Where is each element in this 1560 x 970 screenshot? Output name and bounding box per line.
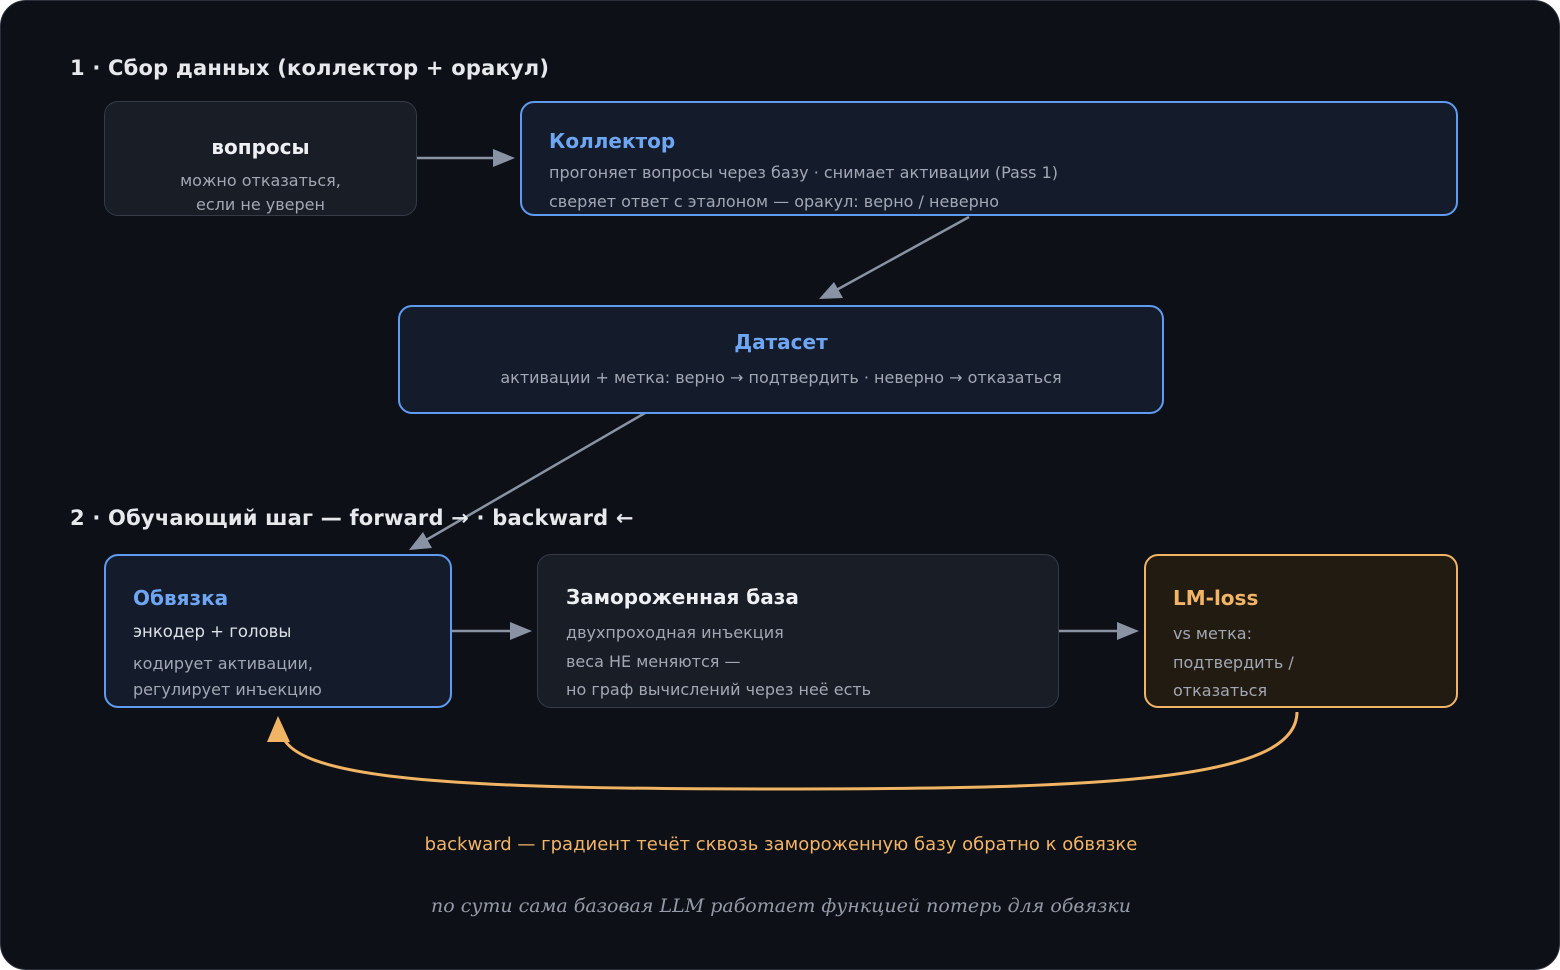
arrow-dataset-to-binding xyxy=(420,411,646,545)
lm-loss-line-3: отказаться xyxy=(1173,681,1268,700)
dataset-box: Датасет активации + метка: верно → подтв… xyxy=(398,305,1164,414)
arrow-binding-to-frozen-head xyxy=(510,622,532,640)
binding-title: Обвязка xyxy=(133,586,229,610)
backward-gradient-curve xyxy=(279,711,1299,791)
questions-title: вопросы xyxy=(211,135,310,159)
questions-line-2: если не уверен xyxy=(196,195,325,214)
lm-loss-box: LM-loss vs метка: подтвердить / отказать… xyxy=(1144,554,1458,708)
backward-note: backward — градиент течёт сквозь заморож… xyxy=(424,834,1138,855)
lm-loss-title: LM-loss xyxy=(1173,586,1259,610)
frozen-base-title: Замороженная база xyxy=(566,585,799,609)
section-2-title: 2 · Обучающий шаг — forward → · backward… xyxy=(70,506,634,530)
arrow-dataset-to-binding-head xyxy=(409,532,432,550)
binding-subtitle: энкодер + головы xyxy=(133,622,292,641)
frozen-base-line-1: двухпроходная инъекция xyxy=(566,623,784,642)
summary-note: по сути сама базовая LLM работает функци… xyxy=(430,895,1132,917)
frozen-base-line-3: но граф вычислений через неё есть xyxy=(566,680,872,699)
collector-title: Коллектор xyxy=(549,129,676,153)
binding-box: Обвязка энкодер + головы кодирует актива… xyxy=(104,554,452,708)
frozen-base-box: Замороженная база двухпроходная инъекция… xyxy=(537,554,1059,708)
backward-gradient-arrowhead xyxy=(267,716,290,742)
lm-loss-line-2: подтвердить / xyxy=(1173,653,1294,672)
arrow-collector-to-dataset xyxy=(830,215,970,295)
collector-box: Коллектор прогоняет вопросы через базу ·… xyxy=(520,101,1458,216)
dataset-line-1: активации + метка: верно → подтвердить ·… xyxy=(500,368,1062,387)
lm-loss-line-1: vs метка: xyxy=(1173,624,1252,643)
arrow-frozen-to-loss-head xyxy=(1117,622,1139,640)
arrow-collector-to-dataset-head xyxy=(819,282,843,299)
questions-line-1: можно отказаться, xyxy=(180,171,341,190)
questions-box: вопросы можно отказаться, если не уверен xyxy=(104,101,417,216)
dataset-title: Датасет xyxy=(734,330,828,354)
collector-line-1: прогоняет вопросы через базу · снимает а… xyxy=(549,163,1059,182)
arrow-questions-to-collector-head xyxy=(493,149,515,167)
collector-line-2: сверяет ответ с эталоном — оракул: верно… xyxy=(549,192,999,211)
frozen-base-line-2: веса НЕ меняются — xyxy=(566,652,741,671)
binding-line-1: кодирует активации, xyxy=(133,654,313,673)
section-1-title: 1 · Сбор данных (коллектор + оракул) xyxy=(70,56,550,80)
binding-line-2: регулирует инъекцию xyxy=(133,680,322,699)
